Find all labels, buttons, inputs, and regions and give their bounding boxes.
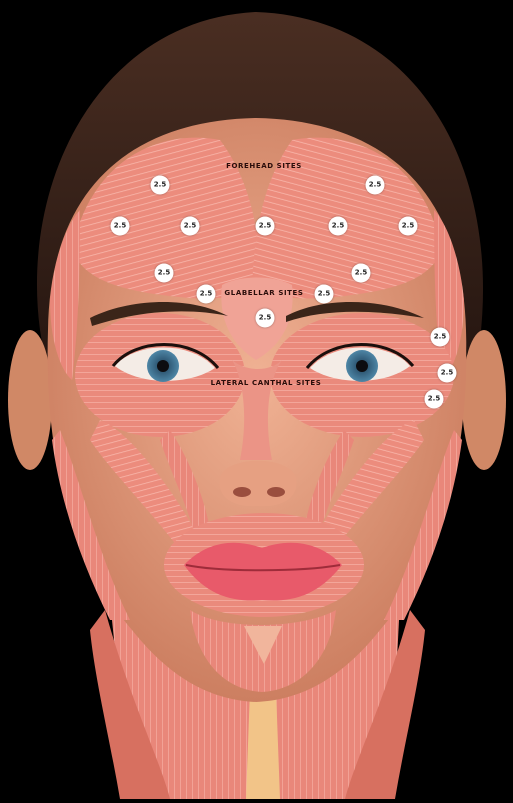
lateral-canthal-sites-label: LATERAL CANTHAL SITES — [211, 379, 322, 387]
injection-site-marker: 2.5 — [151, 176, 170, 195]
right-pupil — [356, 360, 368, 372]
trachea — [246, 690, 280, 799]
injection-site-marker: 2.5 — [399, 217, 418, 236]
glabellar-sites-label: GLABELLAR SITES — [224, 289, 303, 297]
right-nostril — [267, 487, 285, 497]
injection-site-marker: 2.5 — [352, 264, 371, 283]
injection-site-marker: 2.5 — [431, 328, 450, 347]
injection-site-marker: 2.5 — [315, 285, 334, 304]
left-ear — [8, 330, 52, 470]
injection-site-marker: 2.5 — [197, 285, 216, 304]
injection-site-marker: 2.5 — [366, 176, 385, 195]
nose-tip — [220, 461, 297, 507]
injection-site-marker: 2.5 — [425, 390, 444, 409]
left-nostril — [233, 487, 251, 497]
injection-site-marker: 2.5 — [256, 217, 275, 236]
injection-site-marker: 2.5 — [181, 217, 200, 236]
injection-site-marker: 2.5 — [438, 364, 457, 383]
injection-site-marker: 2.5 — [256, 309, 275, 328]
injection-site-marker: 2.5 — [111, 217, 130, 236]
injection-site-marker: 2.5 — [329, 217, 348, 236]
right-ear — [462, 330, 506, 470]
injection-site-marker: 2.5 — [155, 264, 174, 283]
left-pupil — [157, 360, 169, 372]
forehead-sites-label: FOREHEAD SITES — [226, 162, 302, 170]
